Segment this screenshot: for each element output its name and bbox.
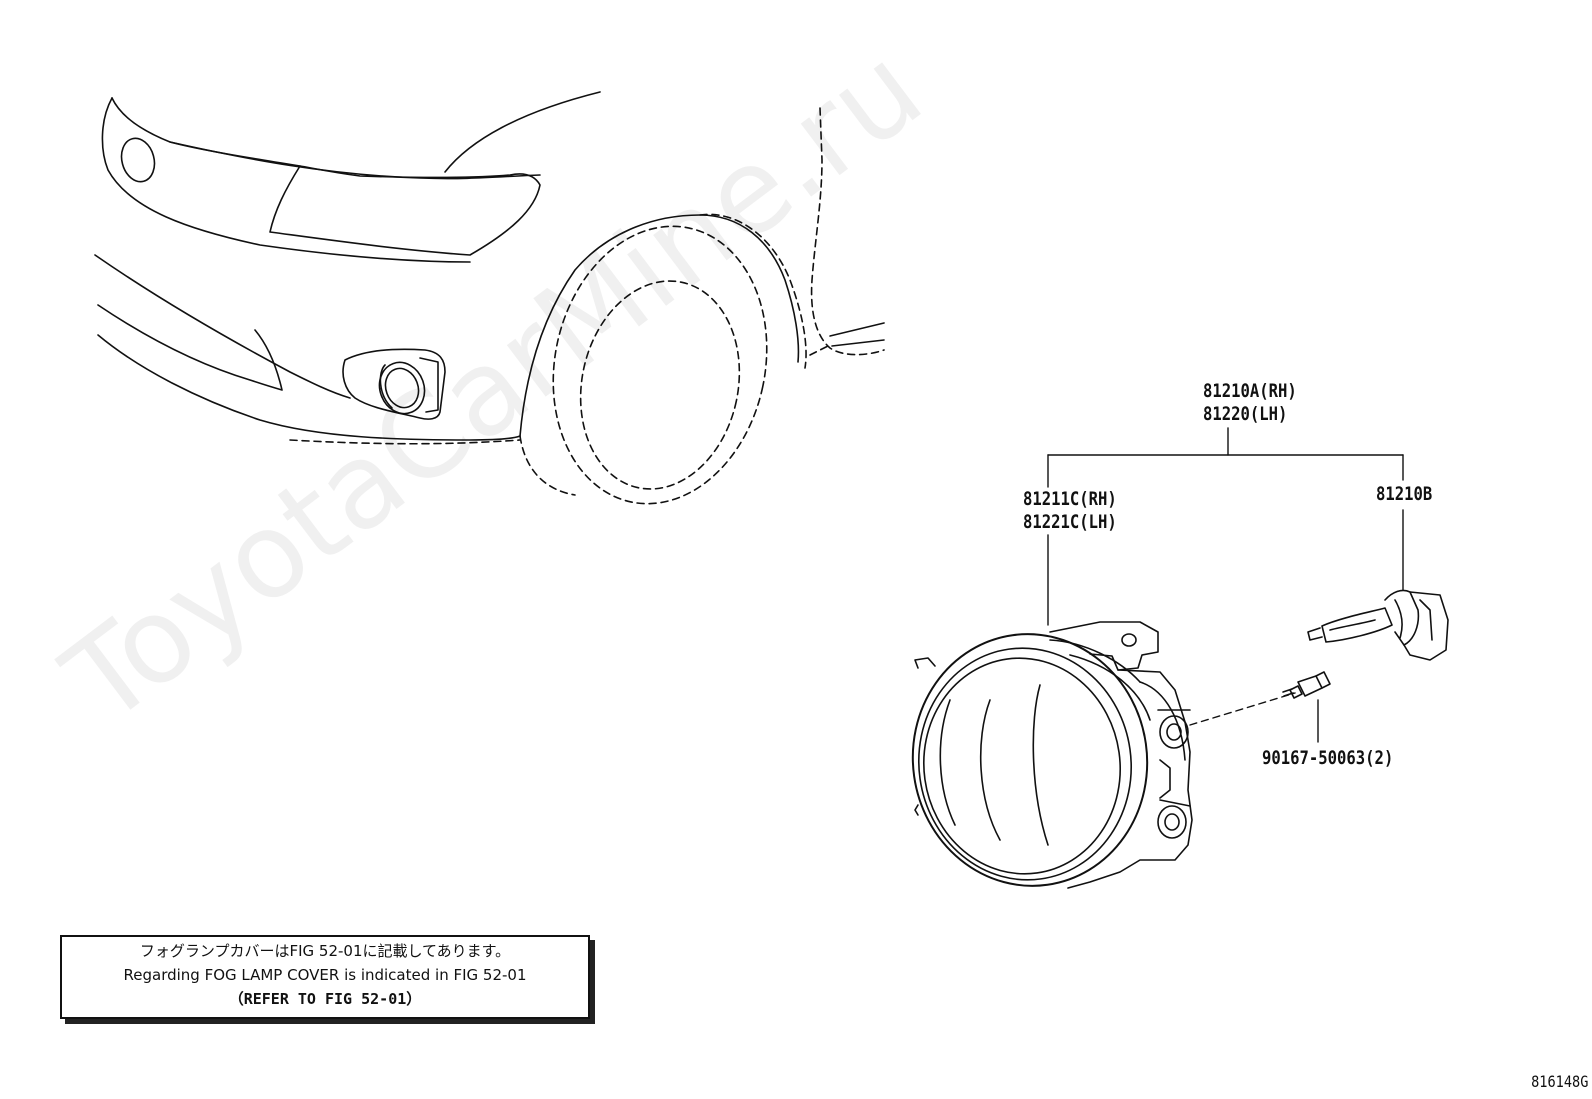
label-unit-lh: 81221C(LH) bbox=[1023, 511, 1117, 533]
label-screw: 90167-50063(2) bbox=[1262, 747, 1394, 769]
car-front-illustration bbox=[94, 91, 885, 505]
label-assembly-rh: 81210A(RH) bbox=[1203, 380, 1297, 402]
note-line-english: Regarding FOG LAMP COVER is indicated in… bbox=[123, 966, 527, 984]
fog-bulb bbox=[1307, 589, 1449, 661]
note-line-japanese: フォグランプカバーはFIG 52-01に記載してあります。 bbox=[139, 942, 511, 960]
mounting-screw bbox=[1282, 671, 1331, 699]
label-assembly-lh: 81220(LH) bbox=[1203, 403, 1288, 425]
fog-lamp-unit bbox=[911, 621, 1193, 889]
note-line-reference: （REFER TO FIG 52-01） bbox=[228, 990, 422, 1008]
label-unit-rh: 81211C(RH) bbox=[1023, 488, 1117, 510]
leader-lines bbox=[1047, 427, 1404, 743]
label-bulb: 81210B bbox=[1376, 483, 1433, 505]
figure-number: 816148G bbox=[1530, 1072, 1588, 1091]
reference-note: フォグランプカバーはFIG 52-01に記載してあります。 Regarding … bbox=[60, 935, 590, 1019]
